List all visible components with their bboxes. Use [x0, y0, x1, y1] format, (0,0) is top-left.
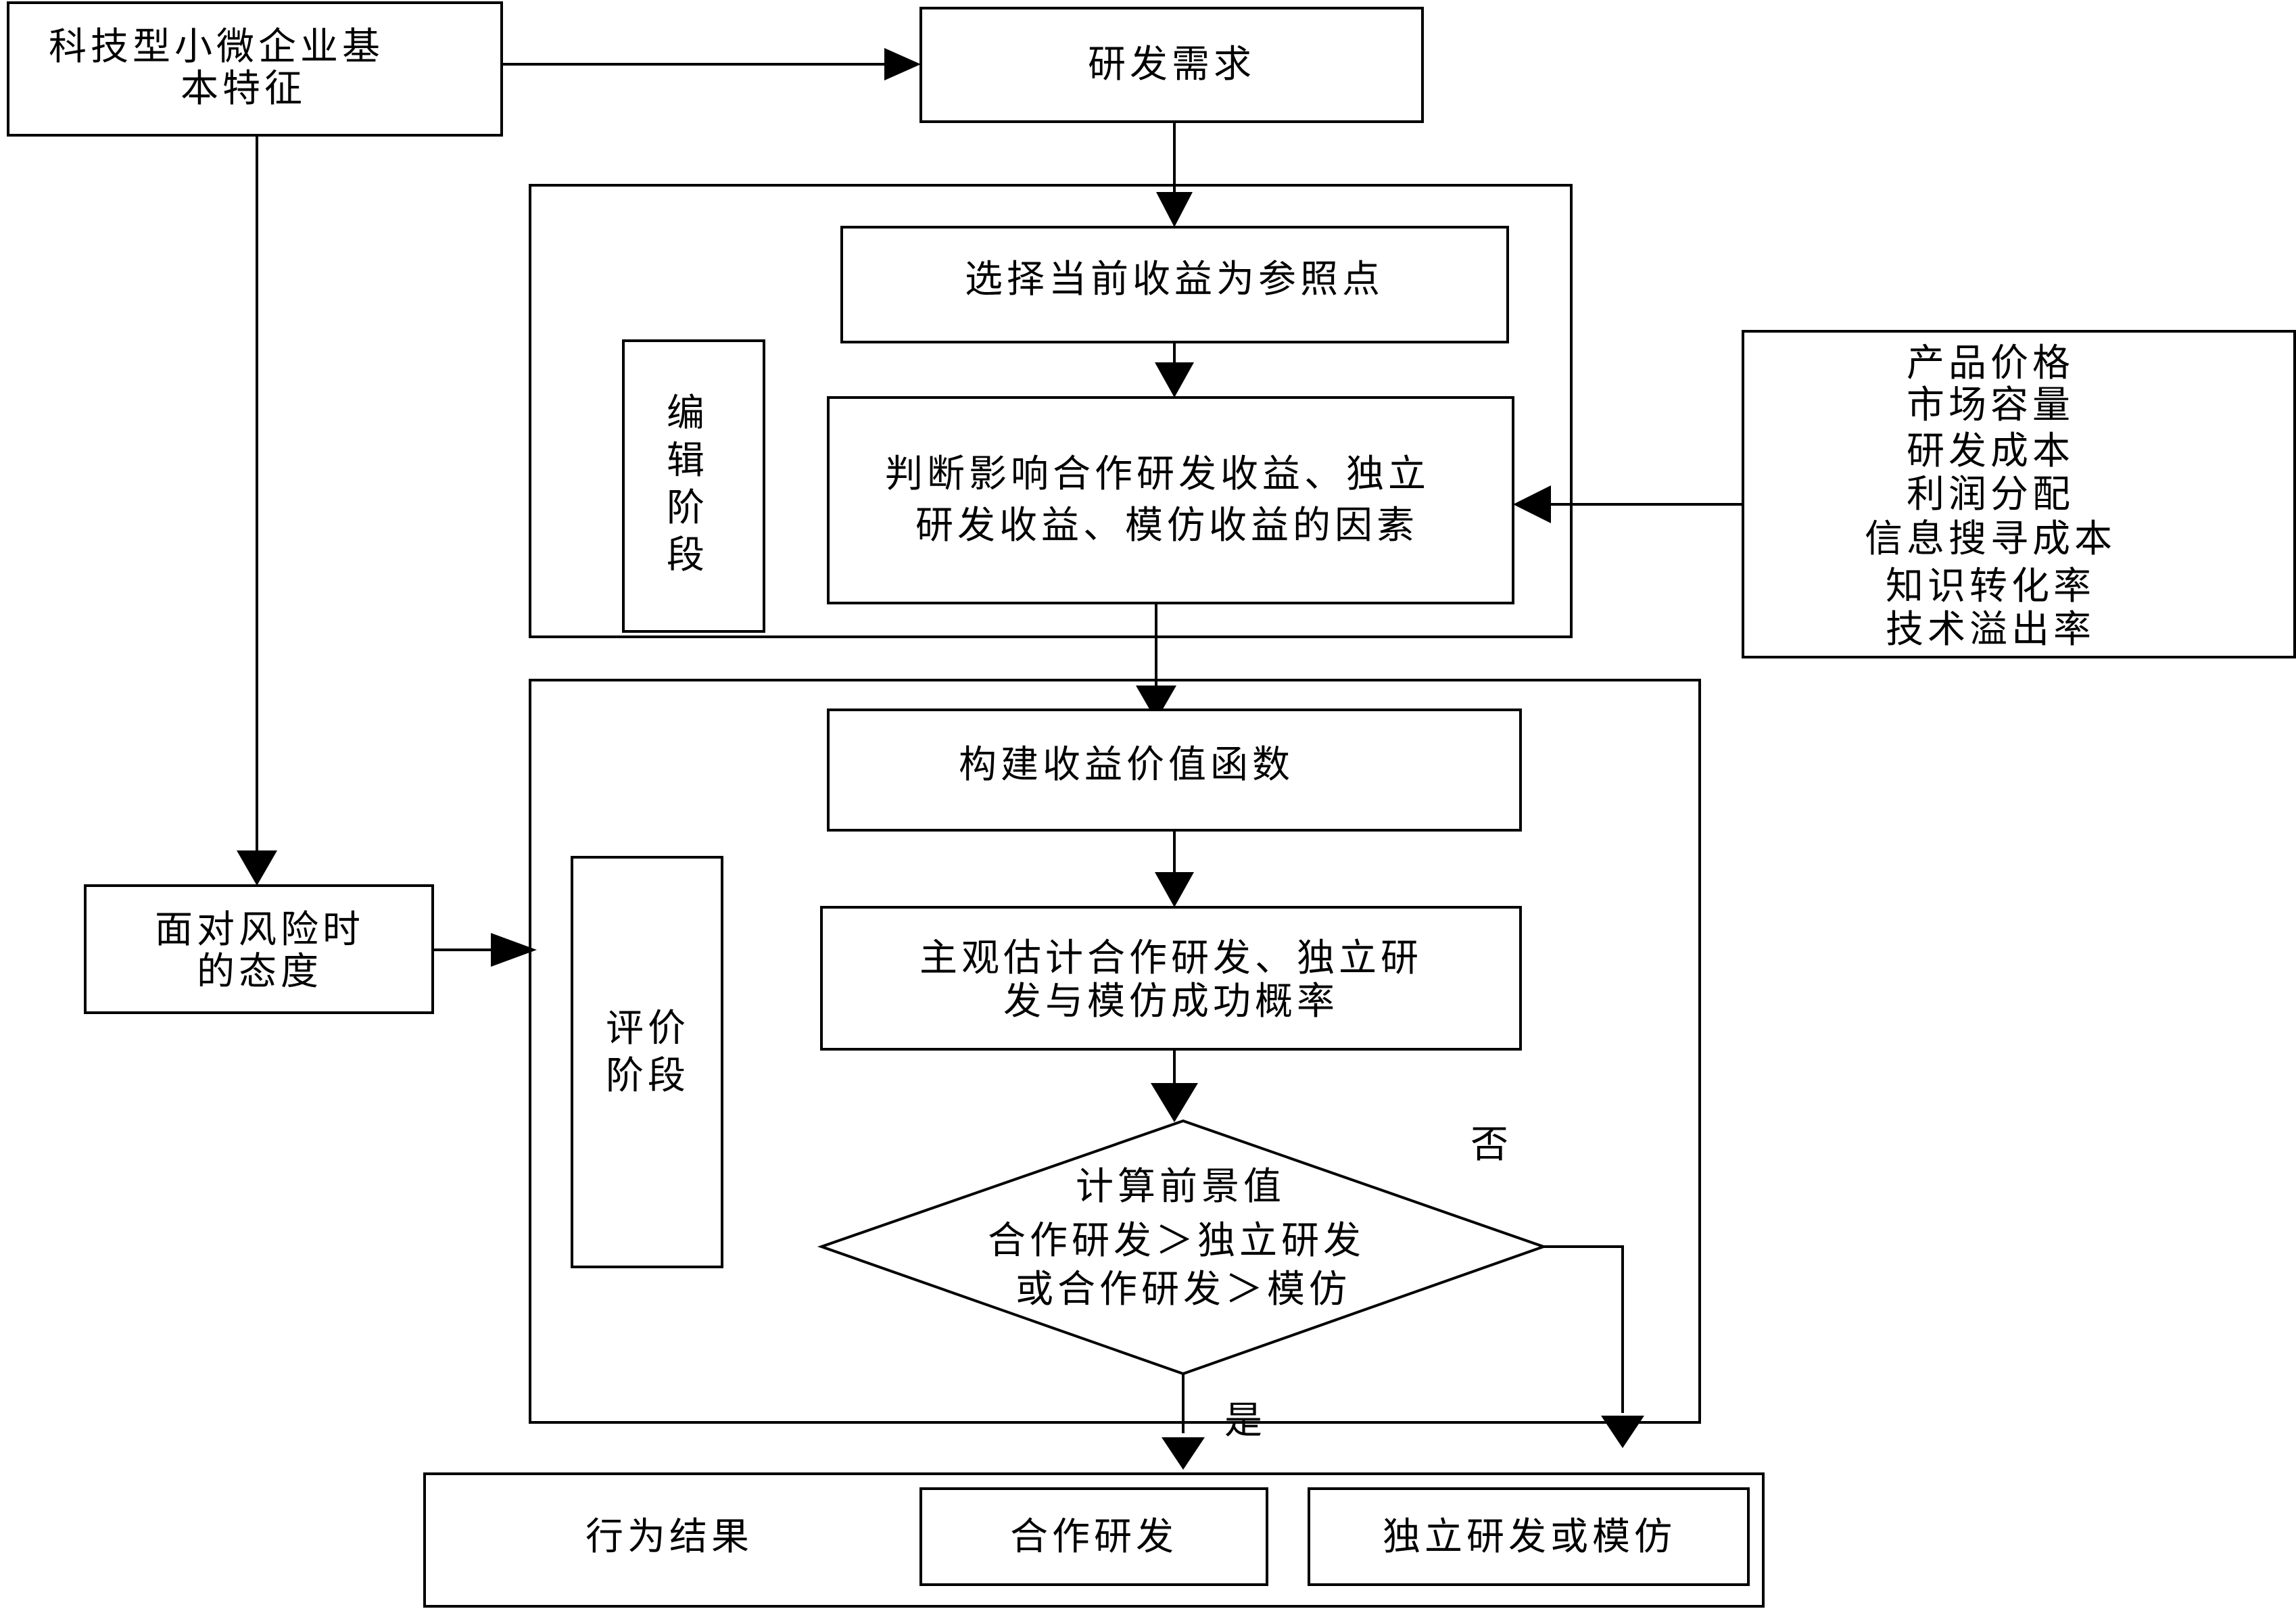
arrowhead-prob [1155, 872, 1194, 907]
decision-line-3: 或合作研发＞模仿 [1015, 1268, 1351, 1312]
edit-phase-char-4: 段 [667, 533, 704, 577]
decision-diamond [817, 1119, 1548, 1376]
arrowhead-judge [1155, 362, 1194, 398]
eval-phase-text: 评价 阶段 [606, 1007, 690, 1098]
factor-item: 知识转化率 [1886, 565, 2095, 608]
outcome-indep-label: 独立研发或模仿 [1383, 1515, 1676, 1559]
subjective-prob-line-1: 主观估计合作研发、独立研 [919, 936, 1422, 980]
rd-demand-label: 研发需求 [1088, 43, 1255, 87]
subjective-prob-text: 主观估计合作研发、独立研 发与模仿成功概率 [919, 936, 1422, 1024]
sme-features-box [7, 1, 503, 137]
arrowheads [237, 48, 1644, 1470]
judge-factors-line-1: 判断影响合作研发收益、独立 [885, 452, 1430, 496]
factor-item: 研发成本 [1907, 429, 2074, 473]
eval-phase-frame [529, 679, 1701, 1424]
sme-features-line-1: 科技型小微企业基 [49, 25, 384, 69]
arrowhead-reference [1156, 192, 1193, 227]
eval-phase-line-1: 评价 [606, 1007, 690, 1051]
edit-phase-char-1: 编 [667, 391, 704, 435]
risk-attitude-box [84, 884, 434, 1014]
factors-list-box [1742, 330, 2296, 658]
factor-item: 产品价格 [1907, 341, 2074, 385]
sme-features-text: 科技型小微企业基 本特征 [49, 25, 384, 111]
arrowhead-risk [237, 850, 277, 886]
arrowhead-demand [884, 48, 921, 80]
rd-demand-box [919, 7, 1424, 123]
outcome-indep-box [1308, 1487, 1750, 1586]
edit-phase-frame [529, 184, 1573, 638]
subjective-prob-line-2: 发与模仿成功概率 [1003, 980, 1339, 1024]
outcome-coop-label: 合作研发 [1010, 1515, 1178, 1559]
edit-phase-char-3: 阶 [667, 486, 704, 530]
edit-phase-text: 编 辑 阶 段 [667, 391, 704, 577]
risk-attitude-line-2: 的态度 [197, 950, 322, 994]
outcome-coop-box [919, 1487, 1268, 1586]
factors-list-text: 产品价格 市场容量 研发成本 利润分配 信息搜寻成本 知识转化率 技术溢出率 [1865, 341, 2116, 652]
judge-factors-box [827, 396, 1514, 604]
factor-item: 技术溢出率 [1886, 608, 2095, 652]
arrowhead-no [1601, 1416, 1644, 1448]
outcome-label: 行为结果 [585, 1515, 753, 1559]
decision-line-2: 合作研发＞独立研发 [988, 1219, 1365, 1263]
judge-factors-line-2: 研发收益、模仿收益的因素 [915, 504, 1418, 548]
edit-phase-box [622, 339, 765, 633]
edit-phase-char-2: 辑 [667, 439, 704, 483]
arrowhead-eval [491, 933, 537, 967]
decision-line-1: 计算前景值 [1076, 1165, 1285, 1209]
factor-item: 信息搜寻成本 [1865, 517, 2116, 561]
factor-item: 市场容量 [1907, 383, 2074, 427]
eval-phase-line-2: 阶段 [606, 1054, 690, 1098]
value-function-box [827, 709, 1522, 832]
risk-attitude-text: 面对风险时 的态度 [155, 908, 364, 994]
reference-point-box [840, 226, 1509, 343]
yes-label: 是 [1224, 1399, 1266, 1443]
risk-attitude-line-1: 面对风险时 [155, 908, 364, 952]
value-function-label: 构建收益价值函数 [959, 743, 1294, 787]
factor-item: 利润分配 [1907, 473, 2074, 517]
subjective-prob-box [820, 906, 1522, 1051]
arrowhead-yes [1162, 1437, 1205, 1470]
judge-factors-text: 判断影响合作研发收益、独立 研发收益、模仿收益的因素 [885, 452, 1430, 548]
connectors [256, 63, 1743, 1433]
connector-decision-no [1544, 1245, 1624, 1413]
arrowhead-value [1136, 686, 1176, 721]
decision-text: 计算前景值 合作研发＞独立研发 或合作研发＞模仿 [988, 1165, 1365, 1312]
arrowhead-decision [1151, 1083, 1198, 1122]
reference-point-label: 选择当前收益为参照点 [965, 258, 1384, 302]
arrowhead-factors [1513, 485, 1551, 523]
no-label: 否 [1470, 1123, 1512, 1167]
sme-features-line-2: 本特征 [181, 67, 306, 111]
eval-phase-box [571, 856, 723, 1268]
